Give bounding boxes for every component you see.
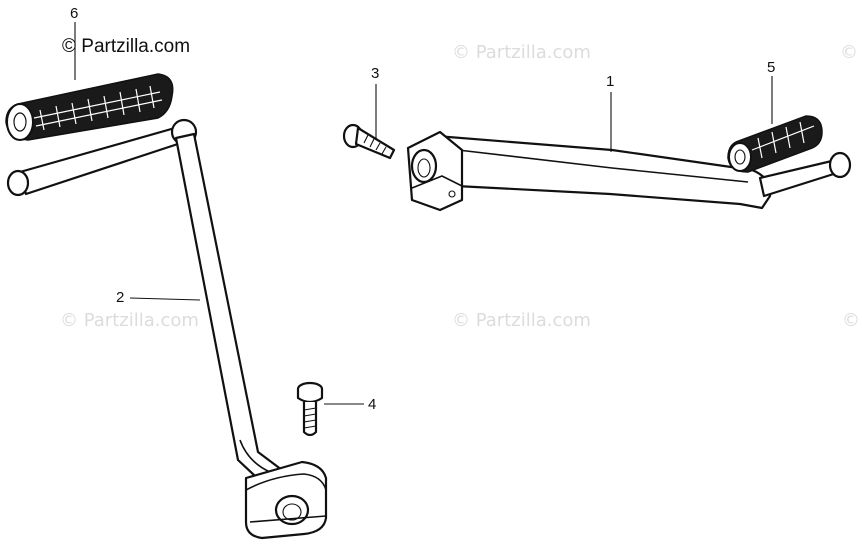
- part-5-kick-rubber: [727, 115, 823, 173]
- part-2-kick-arm: [6, 118, 328, 540]
- callout-4: 4: [368, 396, 376, 413]
- callout-1: 1: [606, 73, 614, 90]
- part-1-kick-starter-arm: [406, 130, 852, 212]
- part-6-kick-rubber: [5, 73, 174, 141]
- callout-5: 5: [767, 59, 775, 76]
- callout-6: 6: [70, 5, 78, 22]
- callout-leaders: [74, 22, 773, 405]
- watermark-faint: © Partzilla.com: [452, 310, 591, 331]
- part-4-bolt: [296, 381, 324, 437]
- part-3-bolt: [342, 123, 396, 160]
- watermark-faint: © Partzilla.com: [842, 310, 862, 331]
- callout-2: 2: [116, 289, 124, 306]
- watermark-faint: © Partzilla.com: [452, 42, 591, 63]
- watermark-faint: © Partzilla.com: [60, 310, 199, 331]
- callout-3: 3: [371, 65, 379, 82]
- watermark-faint: © Partzilla.com: [840, 42, 862, 63]
- watermark-primary: © Partzilla.com: [62, 36, 190, 57]
